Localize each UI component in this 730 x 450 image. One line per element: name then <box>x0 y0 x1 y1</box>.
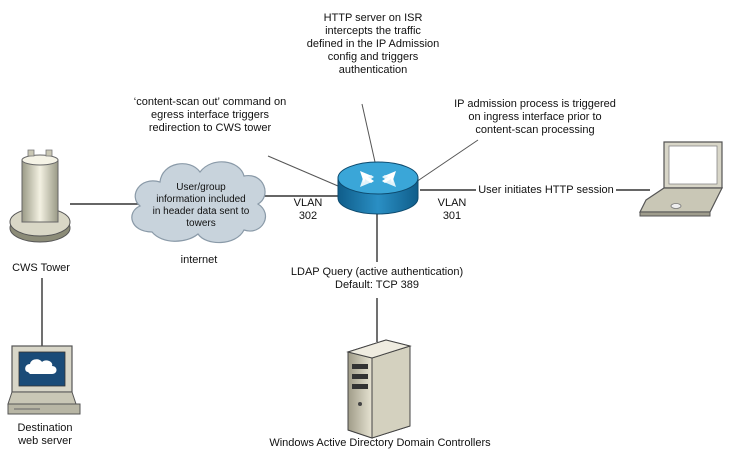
destination-label: Destination web server <box>2 422 88 448</box>
ldap-line-1: LDAP Query (active authentication) <box>290 266 464 278</box>
http-server-line-3: defined in the IP Admission <box>306 38 440 50</box>
pointer-ip-admission <box>415 139 479 183</box>
vlan-302-line-1: VLAN <box>293 197 323 209</box>
cloud-text: User/group information included in heade… <box>142 182 260 230</box>
destination-line-1: Destination <box>17 422 73 434</box>
destination-line-2: web server <box>18 435 72 447</box>
pointer-lines <box>267 103 479 187</box>
http-server-line-5: authentication <box>338 64 408 76</box>
vlan-301-label: VLAN 301 <box>432 197 472 223</box>
internet-cloud <box>131 161 266 244</box>
cws-tower-icon <box>9 149 71 243</box>
ldap-line-2: Default: TCP 389 <box>335 279 419 291</box>
cws-tower-label: CWS Tower <box>12 262 70 274</box>
http-server-line-4: config and triggers <box>327 51 419 63</box>
annotation-content-scan: ‘content-scan out’ command on egress int… <box>112 96 308 135</box>
vlan-302-label: VLAN 302 <box>288 197 328 223</box>
router-icon <box>337 161 419 215</box>
server-icon <box>346 339 412 439</box>
ip-admission-line-1: IP admission process is triggered <box>454 98 616 110</box>
annotation-ip-admission: IP admission process is triggered on ing… <box>428 98 642 137</box>
destination-server-icon <box>7 345 81 415</box>
domain-controllers-label: Windows Active Directory Domain Controll… <box>269 437 491 449</box>
connection-lines <box>41 189 650 346</box>
content-scan-line-2: egress interface triggers <box>151 109 269 121</box>
annotation-ldap: LDAP Query (active authentication) Defau… <box>268 266 486 292</box>
laptop-icon <box>639 141 723 217</box>
user-initiates-label: User initiates HTTP session <box>476 184 616 197</box>
content-scan-line-3: redirection to CWS tower <box>148 122 272 134</box>
internet-label: internet <box>180 254 218 266</box>
vlan-302-line-2: 302 <box>298 210 318 222</box>
vlan-301-line-2: 301 <box>442 210 462 222</box>
content-scan-line-1: ‘content-scan out’ command on <box>133 96 287 108</box>
ip-admission-line-2: on ingress interface prior to <box>468 111 602 123</box>
cloud-text-line-3: in header data sent to <box>152 206 250 217</box>
vlan-301-line-1: VLAN <box>437 197 467 209</box>
cloud-text-line-4: towers <box>186 218 216 229</box>
cloud-text-line-2: information included <box>156 194 246 205</box>
pointer-http-server <box>361 103 376 163</box>
annotation-http-server: HTTP server on ISR intercepts the traffi… <box>278 12 468 77</box>
http-server-line-2: intercepts the traffic <box>325 25 421 37</box>
pointer-content-scan <box>267 155 339 187</box>
http-server-line-1: HTTP server on ISR <box>323 12 423 24</box>
ip-admission-line-3: content-scan processing <box>475 124 595 136</box>
cloud-text-line-1: User/group <box>176 182 226 193</box>
